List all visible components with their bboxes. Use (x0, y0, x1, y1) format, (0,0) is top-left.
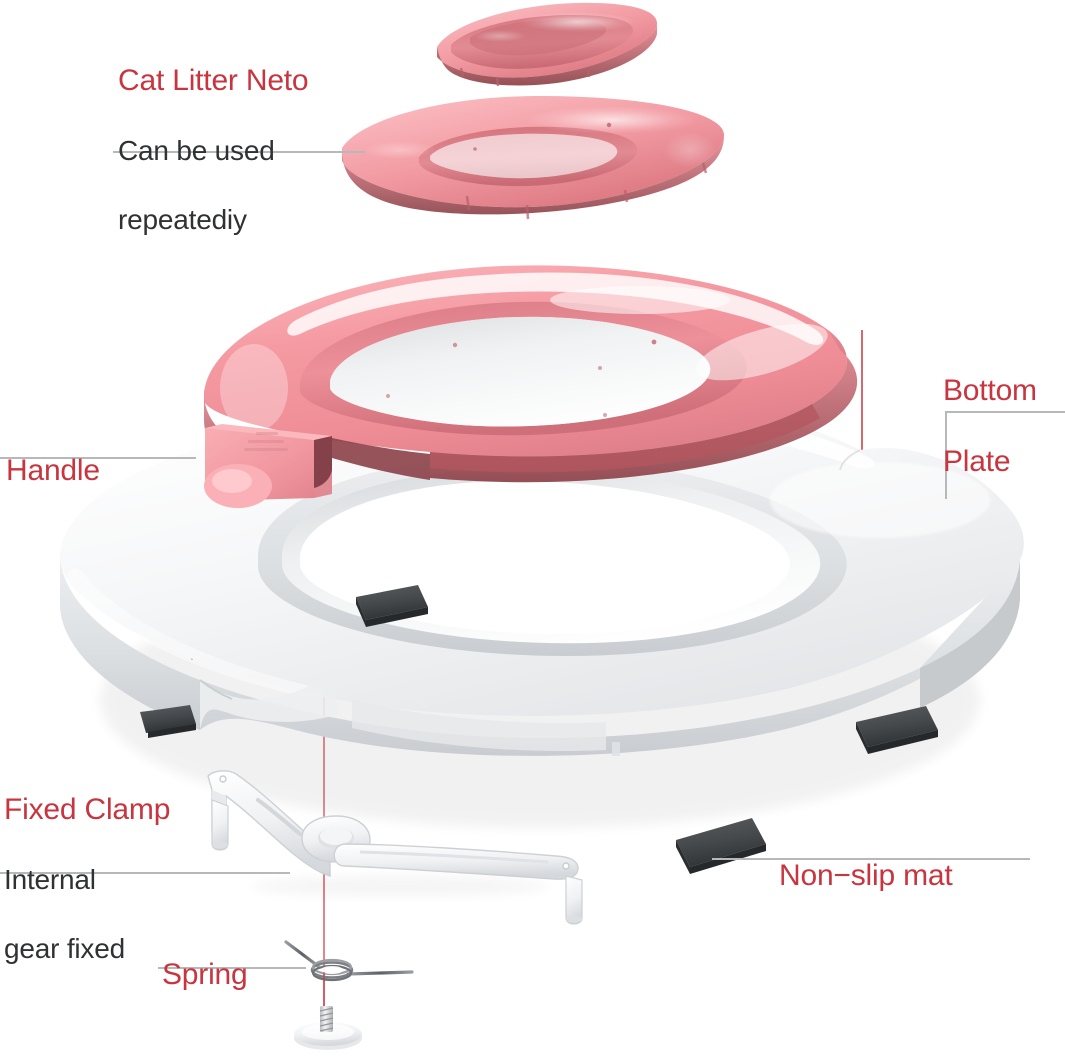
pink-seat-ring (204, 265, 858, 508)
handle-part (204, 424, 430, 508)
label-spring: Spring (162, 922, 248, 1029)
label-non-slip-mat: Non−slip mat (779, 823, 953, 930)
label-fixed-clamp-sub1: Internal (4, 864, 96, 896)
label-cat-litter-neto-sub1: Can be used (118, 135, 275, 167)
non-slip-mat-2 (856, 706, 938, 754)
leader-non-slip-mat (712, 858, 1030, 860)
fixed-clamp-assembly (207, 770, 583, 925)
label-cat-litter-neto-title: Cat Litter Neto (118, 64, 309, 98)
label-fixed-clamp-title: Fixed Clamp (4, 793, 171, 827)
label-bottom-plate-line1: Bottom (943, 374, 1037, 408)
non-slip-mat-1 (356, 585, 428, 627)
leader-fixed-clamp (0, 872, 290, 874)
leader-cat-litter-neto (113, 151, 365, 153)
label-handle: Handle (6, 418, 100, 525)
screw-bolt (294, 972, 362, 1050)
label-non-slip-mat-title: Non−slip mat (779, 859, 953, 893)
torsion-spring (284, 940, 414, 982)
label-cat-litter-neto-sub2: repeatediy (118, 203, 247, 235)
label-spring-title: Spring (162, 958, 248, 992)
label-handle-title: Handle (6, 454, 100, 488)
label-bottom-plate-line2: Plate (943, 445, 1011, 479)
leader-bottom-plate-h (945, 411, 1065, 413)
label-fixed-clamp: Fixed Clamp Internal gear fixed (4, 757, 170, 1001)
label-fixed-clamp-sub2: gear fixed (4, 932, 125, 964)
label-cat-litter-neto: Cat Litter Neto Can be used repeatediy (118, 28, 309, 272)
non-slip-mat-4 (142, 705, 196, 738)
leader-spring (158, 967, 306, 969)
non-slip-mat-3 (676, 818, 766, 874)
leader-bottom-plate-v (945, 411, 947, 499)
non-slip-mats (142, 585, 938, 874)
leader-handle (0, 457, 196, 459)
litter-tray-ring (341, 95, 725, 220)
litter-tray-small (437, 2, 658, 87)
label-bottom-plate: Bottom Plate (943, 338, 1037, 516)
